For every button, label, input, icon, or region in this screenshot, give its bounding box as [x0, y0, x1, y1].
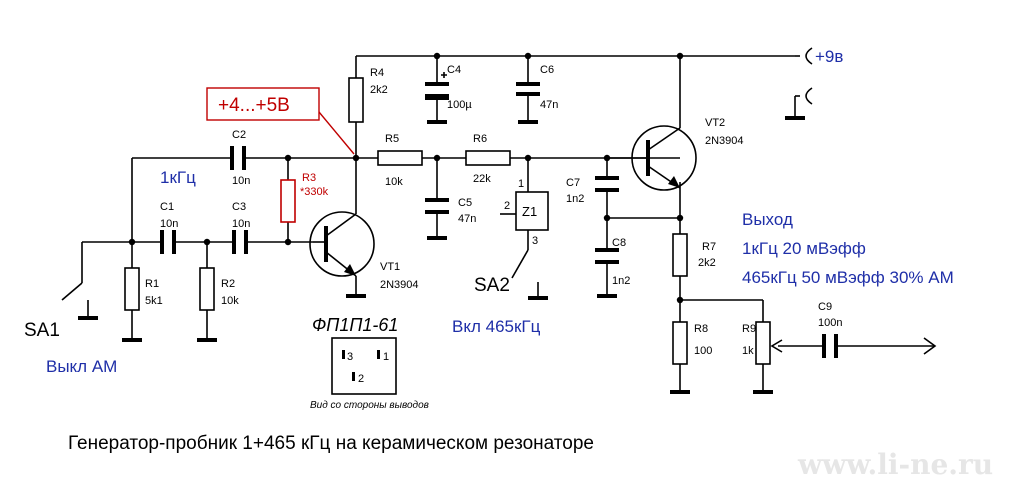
schematic-title: Генератор-пробник 1+465 кГц на керамичес… [68, 433, 594, 454]
view-note: Вид со стороны выводов [310, 400, 429, 411]
value-C1: 10n [160, 218, 178, 230]
label-VT2: VT2 [705, 117, 725, 129]
label-Z1: Z1 [522, 204, 537, 219]
value-R6: 22k [473, 173, 491, 185]
output-title: Выход [742, 210, 793, 229]
supply-label: +9в [815, 47, 843, 66]
resistor-R5 [377, 150, 423, 166]
label-C8: C8 [612, 237, 626, 249]
capacitor-C8 [595, 248, 619, 264]
label-R4: R4 [370, 67, 384, 79]
value-R3: *330k [300, 186, 329, 198]
label-C3: C3 [232, 201, 246, 213]
label-C9: C9 [818, 301, 832, 313]
output-465khz: 465кГц 50 мВэфф 30% АМ [742, 268, 954, 287]
sa1-label: SA1 [24, 320, 60, 341]
resistor-R7 [672, 233, 688, 277]
label-R9: R9 [742, 323, 756, 335]
pin3-label: 3 [347, 351, 353, 363]
freq-1khz-label: 1кГц [160, 168, 196, 187]
value-R1: 5k1 [145, 295, 163, 307]
label-R7: R7 [702, 241, 716, 253]
capacitor-C4 [425, 72, 449, 106]
capacitor-C3 [232, 230, 248, 254]
capacitor-C7 [595, 176, 619, 192]
value-C4: 100µ [447, 99, 472, 111]
label-C5: C5 [458, 197, 472, 209]
transistor-VT1 [309, 211, 375, 277]
label-R6: R6 [473, 133, 487, 145]
resistor-R4 [348, 77, 364, 123]
resistor-R2 [199, 267, 215, 311]
junctions [128, 52, 684, 304]
pin1-label: 1 [383, 351, 389, 363]
labels: +9в +4...+5В R4 2k2 R5 10k R6 22k R1 5k1… [24, 47, 954, 454]
sa1-note: Выкл АМ [46, 357, 117, 376]
label-R3: R3 [302, 172, 316, 184]
label-C2: C2 [232, 129, 246, 141]
label-VT1: VT1 [380, 261, 400, 273]
r9-wiper-arrow [770, 339, 783, 353]
supply-connectors [795, 47, 813, 105]
resistor-R6 [465, 150, 511, 166]
resistor-R8 [672, 321, 688, 365]
resistor-R3 [280, 179, 296, 223]
pin2-label: 2 [358, 373, 364, 385]
value-C9: 100n [818, 317, 842, 329]
resistor-R9 [755, 321, 771, 365]
resistor-R1 [124, 267, 140, 311]
transistor-VT2 [607, 116, 697, 191]
resonator-Z1 [500, 191, 549, 231]
bias-label: +4...+5В [218, 95, 290, 116]
label-C6: C6 [540, 64, 554, 76]
ground-symbols [78, 116, 805, 394]
value-VT2: 2N3904 [705, 135, 744, 147]
capacitor-C1 [160, 230, 176, 254]
sa2-note: Вкл 465кГц [452, 317, 541, 336]
resistors [124, 77, 771, 365]
label-R1: R1 [145, 278, 159, 290]
value-C8: 1n2 [612, 275, 630, 287]
value-C2: 10n [232, 175, 250, 187]
capacitor-C6 [516, 82, 540, 96]
value-C6: 47n [540, 99, 558, 111]
label-C1: C1 [160, 201, 174, 213]
bias-callout [206, 87, 355, 155]
label-R2: R2 [221, 278, 235, 290]
label-C7: C7 [566, 177, 580, 189]
output-1khz: 1кГц 20 мВэфф [742, 239, 866, 258]
value-R5: 10k [385, 176, 403, 188]
value-VT1: 2N3904 [380, 279, 419, 291]
wires [61, 55, 937, 392]
value-R9: 1k [742, 345, 754, 357]
value-R4: 2k2 [370, 84, 388, 96]
value-C3: 10n [232, 218, 250, 230]
z1-pin3: 3 [532, 235, 538, 247]
capacitor-C9 [822, 334, 838, 358]
label-R8: R8 [694, 323, 708, 335]
value-R8: 100 [694, 345, 712, 357]
label-R5: R5 [385, 133, 399, 145]
value-R7: 2k2 [698, 257, 716, 269]
capacitors [158, 72, 840, 358]
resonator-package-view [331, 337, 397, 395]
z1-pin2: 2 [504, 200, 510, 212]
watermark: www.li-ne.ru [797, 448, 993, 481]
capacitor-C2 [230, 146, 246, 170]
z1-pin1: 1 [518, 178, 524, 190]
value-C7: 1n2 [566, 193, 584, 205]
capacitor-C5 [425, 198, 449, 214]
value-R2: 10k [221, 295, 239, 307]
resonator-part-label: ФП1П1-61 [312, 315, 398, 335]
value-C5: 47n [458, 213, 476, 225]
label-C4: C4 [447, 64, 461, 76]
sa2-label: SA2 [474, 275, 510, 296]
